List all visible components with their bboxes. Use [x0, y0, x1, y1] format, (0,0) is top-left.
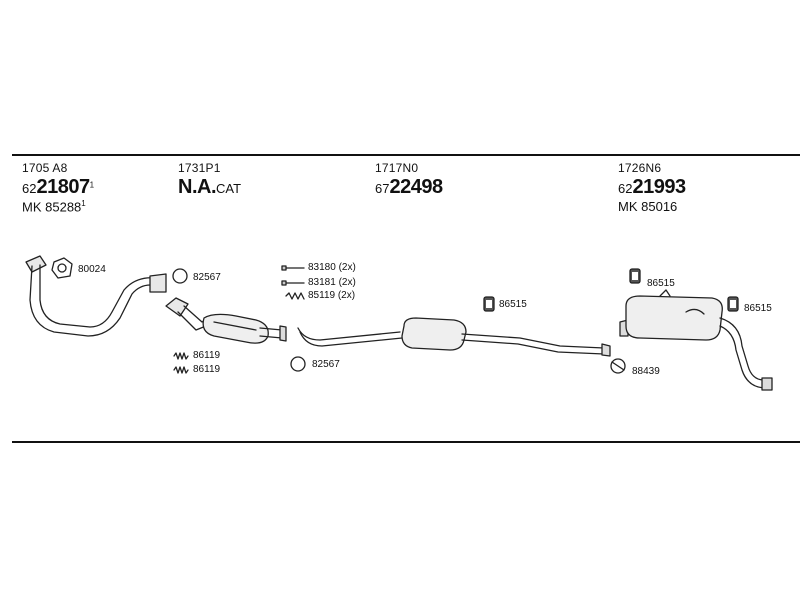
part-label-86119-a: 86119 — [193, 350, 221, 361]
part-code: 1717N0 — [375, 161, 419, 175]
part-number: 6722498 — [375, 176, 443, 198]
part-label-88439: 88439 — [632, 366, 660, 377]
bottom-divider-line — [12, 441, 800, 443]
gasket-80024-drawing — [51, 257, 73, 279]
ring-gasket-82567-top-drawing — [172, 268, 188, 284]
clamp-88439-drawing — [610, 358, 626, 374]
part-label-80024: 80024 — [78, 264, 106, 275]
part-label-83181: 83181 (2x) — [308, 277, 356, 288]
rubber-mount-86515-mid-drawing — [483, 296, 495, 312]
rubber-mount-86515-rear-right-drawing — [727, 296, 739, 312]
spring-85119-drawing — [285, 292, 305, 300]
header-catalyst: 1731P1 N.A.CAT — [178, 161, 241, 199]
bolt-83180-drawing — [281, 265, 305, 271]
spring-86119-a-drawing — [173, 352, 189, 360]
mounting-kit-number: MK 85016 — [618, 199, 678, 214]
part-label-86515-mid: 86515 — [499, 299, 527, 310]
header-rear-silencer: 1726N6 6221993 MK 85016 — [618, 161, 686, 214]
part-label-86515-rear-top: 86515 — [647, 278, 675, 289]
part-label-82567-bottom: 82567 — [312, 359, 340, 370]
part-number: 62218071 — [22, 176, 95, 198]
part-number: 6221993 — [618, 176, 686, 198]
part-label-85119: 85119 (2x) — [308, 290, 356, 301]
front-pipe-drawing — [25, 255, 167, 337]
ring-gasket-82567-bottom-drawing — [290, 356, 306, 372]
part-label-86119-b: 86119 — [193, 364, 221, 375]
part-label-82567-top: 82567 — [193, 272, 221, 283]
middle-silencer-drawing — [297, 317, 611, 357]
bolt-83181-drawing — [281, 280, 305, 286]
mounting-kit-number: MK 852881 — [22, 199, 86, 215]
part-code: 1705 A8 — [22, 161, 68, 175]
spring-86119-b-drawing — [173, 366, 189, 374]
part-number: N.A.CAT — [178, 176, 242, 198]
rear-silencer-drawing — [619, 289, 773, 391]
header-middle-silencer: 1717N0 6722498 — [375, 161, 443, 199]
top-divider-line — [12, 154, 800, 156]
rubber-mount-86515-rear-top-drawing — [629, 268, 641, 284]
part-code: 1726N6 — [618, 161, 662, 175]
catalyst-drawing — [165, 297, 287, 344]
header-front-pipe: 1705 A8 62218071 MK 852881 — [22, 161, 94, 214]
part-label-86515-rear-right: 86515 — [744, 303, 772, 314]
part-code: 1731P1 — [178, 161, 221, 175]
part-label-83180: 83180 (2x) — [308, 262, 356, 273]
